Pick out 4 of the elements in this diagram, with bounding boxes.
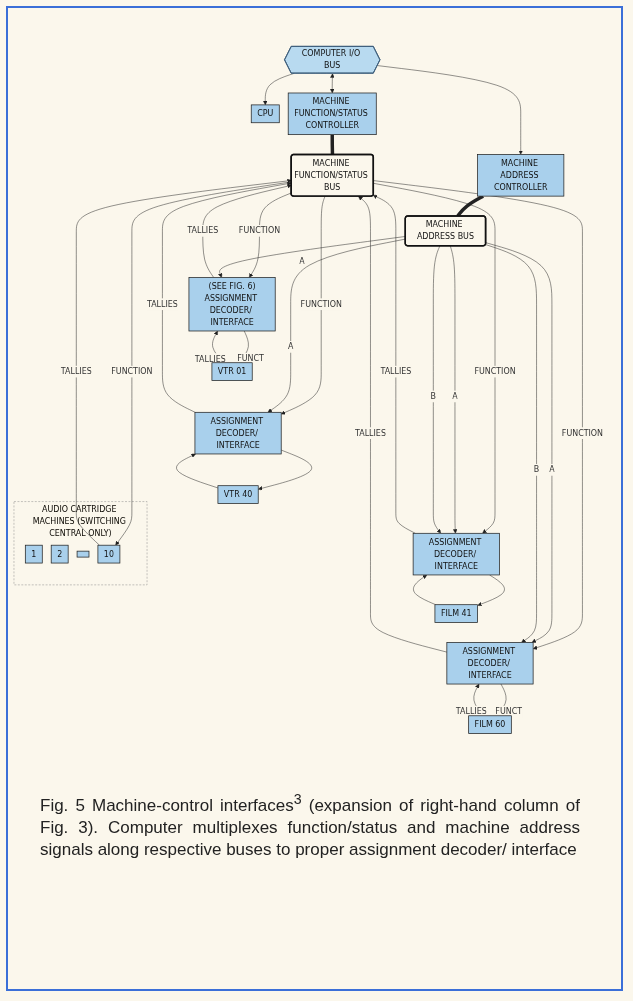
connector <box>330 134 335 155</box>
node-box <box>76 550 90 558</box>
figure-caption: Fig. 5 Machine-control interfaces$^{3}$ (expansion of right-hand column of Fig. 3). Computer multiplexes function/status and machine address signals along respective buses to proper assignment decoder/ interface <box>40 790 580 861</box>
arrow <box>330 73 335 94</box>
